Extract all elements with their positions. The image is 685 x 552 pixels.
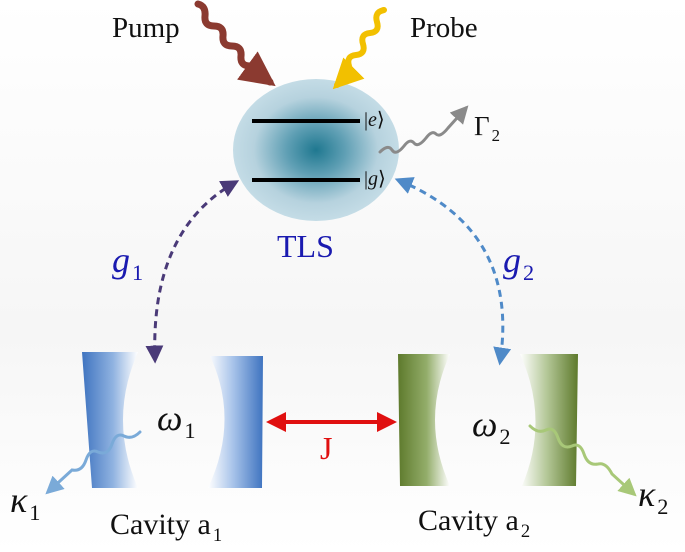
kappa2-subscript: 2	[657, 493, 669, 519]
cavity2-right-mirror	[520, 354, 578, 486]
cavity2-text: Cavity a	[418, 504, 519, 537]
omega2-label: ω2	[472, 406, 511, 448]
j-label: J	[320, 430, 333, 466]
kappa1-symbol: κ	[10, 480, 28, 520]
kappa2-symbol: κ	[638, 474, 656, 514]
ground-state-ket: |g⟩	[364, 168, 386, 190]
cavity2-subscript: 2	[520, 520, 531, 542]
kappa2-label: κ2	[638, 476, 668, 518]
omega2-subscript: 2	[499, 423, 511, 449]
cavity1-text: Cavity a	[110, 508, 211, 541]
kappa1-decay-arrow	[45, 430, 142, 495]
kappa2-decay-arrow	[528, 424, 637, 497]
pump-label: Pump	[112, 12, 180, 44]
kappa1-label: κ1	[10, 482, 40, 524]
gamma-symbol: Γ	[474, 111, 490, 141]
g2-label: g2	[503, 242, 534, 284]
omega1-subscript: 1	[184, 417, 196, 443]
g2-coupling-arrow	[394, 177, 512, 366]
pump-wave-arrow	[194, 0, 276, 87]
excited-state-ket: |e⟩	[364, 109, 385, 131]
gamma-subscript: 2	[491, 125, 500, 145]
omega2-symbol: ω	[472, 404, 498, 444]
omega1-label: ω1	[157, 400, 196, 442]
excited-state-symbol: e	[368, 109, 377, 131]
g1-label: g1	[112, 242, 143, 284]
probe-wave-arrow	[332, 7, 387, 90]
g1-subscript: 1	[132, 259, 144, 285]
gamma-decay-arrow	[378, 105, 469, 154]
ground-state-symbol: g	[368, 168, 379, 190]
tls-blob	[233, 79, 399, 221]
cavity1-right-mirror	[208, 356, 263, 488]
omega1-symbol: ω	[157, 398, 183, 438]
kappa1-subscript: 1	[29, 499, 41, 525]
cavity1-subscript: 1	[212, 524, 223, 546]
g2-symbol: g	[503, 240, 521, 280]
cavity1-left-mirror	[82, 352, 138, 488]
g2-subscript: 2	[523, 259, 535, 285]
cavity2-left-mirror	[398, 354, 450, 486]
tls-label: TLS	[277, 228, 334, 264]
g1-symbol: g	[112, 240, 130, 280]
probe-label: Probe	[410, 12, 478, 44]
